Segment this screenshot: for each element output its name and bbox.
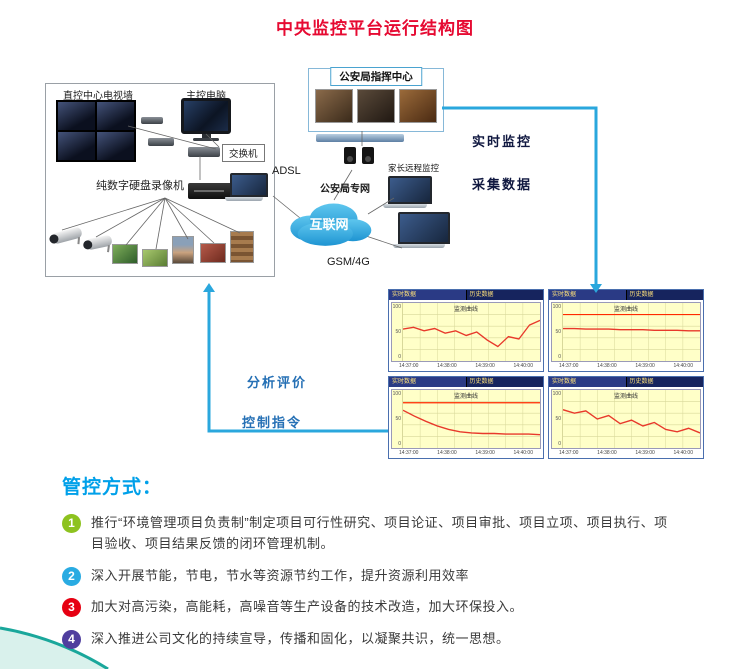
photo-thumbnail <box>142 249 168 267</box>
flow-label-control: 控制指令 <box>242 415 303 430</box>
internet-label: 互联网 <box>309 216 349 232</box>
item-number-badge: 3 <box>62 598 81 618</box>
chart-line <box>563 390 700 448</box>
tv-wall-icon <box>56 100 136 162</box>
item-text: 深入开展节能，节电，节水等资源节约工作，提升资源利用效率 <box>91 567 470 583</box>
flow-label-analysis: 分析评价 <box>247 375 308 390</box>
gsm-label: GSM/4G <box>327 256 370 268</box>
chart-line <box>563 303 700 361</box>
chart-tab-left: 实时数据 <box>549 377 626 387</box>
management-section: 管控方式： 1 推行“环境管理项目负责制”制定项目可行性研究、项目论证、项目审批… <box>62 472 677 661</box>
media-device-icon <box>141 117 163 124</box>
tv-screen-icon <box>97 102 134 130</box>
control-center-box: 直控中心电视墙 主控电脑 交换机 纯数字硬盘录像机 <box>45 83 275 277</box>
item-text: 加大对高污染，高能耗，高噪音等生产设备的技术改造，加大环保投入。 <box>91 599 524 615</box>
item-number-badge: 4 <box>62 630 81 650</box>
chart-header: 实时数据 历史数据 <box>549 290 703 300</box>
tv-screen-icon <box>58 132 95 160</box>
chart-line <box>403 390 540 448</box>
photo-thumbnail <box>112 244 138 264</box>
tv-screen-icon <box>97 132 134 160</box>
tv-screen-icon <box>58 102 95 130</box>
photo-thumbnail <box>200 243 226 263</box>
switch-label: 交换机 <box>222 144 265 162</box>
corner-decoration <box>0 626 109 669</box>
chart-title: 监测曲线 <box>453 307 478 313</box>
management-list: 1 推行“环境管理项目负责制”制定项目可行性研究、项目论证、项目审批、项目立项、… <box>62 513 677 650</box>
parent-monitor-label: 家长远程监控 <box>388 163 440 173</box>
chart-tab-right: 历史数据 <box>625 290 703 300</box>
chart-tab-right: 历史数据 <box>465 290 543 300</box>
media-device-icon <box>148 138 174 146</box>
chart-line <box>403 303 540 361</box>
tv-wall-label: 直控中心电视墙 <box>63 91 133 102</box>
page-title: 中央监控平台运行结构图 <box>276 19 474 38</box>
chart-tab-right: 历史数据 <box>625 377 703 387</box>
photo-thumbnail <box>399 89 437 123</box>
chart-header: 实时数据 历史数据 <box>389 377 543 387</box>
photo-thumbnail <box>315 89 353 123</box>
management-item: 1 推行“环境管理项目负责制”制定项目可行性研究、项目论证、项目审批、项目立项、… <box>62 513 677 555</box>
arrow-up-to-center <box>207 292 388 433</box>
photo-thumbnail <box>172 236 194 264</box>
item-number-badge: 1 <box>62 514 81 533</box>
laptop-icon <box>393 212 450 248</box>
photo-thumbnail <box>230 231 254 263</box>
command-center-box: 公安局指挥中心 <box>308 67 444 132</box>
chart-tab-left: 实时数据 <box>549 290 626 300</box>
laptop-icon <box>383 176 432 208</box>
item-number-badge: 2 <box>62 566 81 586</box>
command-center-label: 公安局指挥中心 <box>330 67 422 86</box>
main-pc-label: 主控电脑 <box>186 91 226 102</box>
monitor-icon <box>181 98 231 141</box>
photo-thumbnail <box>357 89 395 123</box>
management-item: 2 深入开展节能，节电，节水等资源节约工作，提升资源利用效率 <box>62 566 677 587</box>
management-item: 4 深入推进公司文化的持续宣导，传播和固化，以凝聚共识，统一思想。 <box>62 629 677 650</box>
internet-cloud: 互联网 <box>283 192 375 250</box>
laptop-icon <box>225 173 268 201</box>
management-item: 3 加大对高污染，高能耗，高噪音等生产设备的技术改造，加大环保投入。 <box>62 597 677 618</box>
flow-label-collect: 采集数据 <box>472 177 533 192</box>
switch-device-icon <box>188 147 220 157</box>
cloud-shape-icon <box>290 203 372 246</box>
police-net-label: 公安局专网 <box>320 184 370 195</box>
chart-tab-right: 历史数据 <box>465 377 543 387</box>
router-icon <box>316 134 404 142</box>
flow-label-realtime: 实时监控 <box>472 134 533 149</box>
chart-title: 监测曲线 <box>453 394 478 400</box>
chart-title: 监测曲线 <box>613 307 638 313</box>
item-text: 深入推进公司文化的持续宣导，传播和固化，以凝聚共识，统一思想。 <box>91 631 510 647</box>
chart-tab-left: 实时数据 <box>389 290 466 300</box>
arrowhead-up-icon <box>203 283 215 292</box>
speaker-icon <box>362 147 374 164</box>
chart-tab-left: 实时数据 <box>389 377 466 387</box>
camera-icon <box>85 234 113 251</box>
speaker-icon <box>344 147 356 164</box>
item-text: 推行“环境管理项目负责制”制定项目可行性研究、项目论证、项目审批、项目立项、项目… <box>91 515 668 551</box>
chart-header: 实时数据 历史数据 <box>389 290 543 300</box>
dvr-label: 纯数字硬盘录像机 <box>96 180 184 192</box>
chart-title: 监测曲线 <box>613 394 638 400</box>
management-heading: 管控方式： <box>62 477 163 498</box>
chart-header: 实时数据 历史数据 <box>549 377 703 387</box>
camera-icon <box>51 226 83 245</box>
adsl-label: ADSL <box>272 165 301 177</box>
